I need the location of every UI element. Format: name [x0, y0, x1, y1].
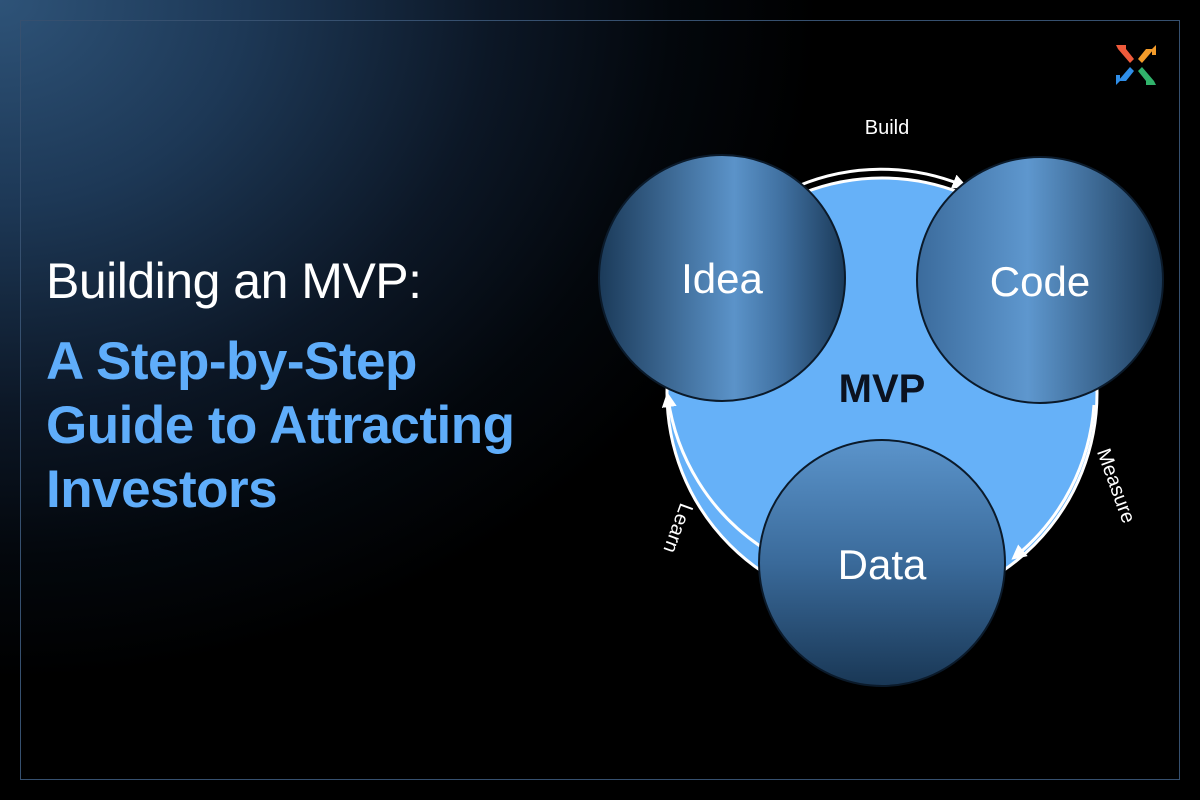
border-frame: [20, 20, 1180, 780]
measure-arrow: [1011, 404, 1096, 560]
subheadline-line-1: A Step-by-Step: [46, 332, 417, 391]
node-data-label: Data: [838, 541, 927, 588]
node-idea-label: Idea: [681, 255, 763, 302]
learn-arrow: [661, 392, 761, 548]
x-arrows-logo-icon: [1116, 45, 1156, 85]
node-idea: Idea: [598, 154, 846, 402]
build-arrow: [797, 167, 968, 189]
subheadline: A Step-by-Step Guide to Attracting Inves…: [46, 330, 646, 522]
edge-label-learn: Learn: [659, 500, 697, 556]
node-code-label: Code: [990, 258, 1090, 305]
subheadline-line-2: Guide to Attracting: [46, 396, 515, 455]
title-block: Building an MVP: A Step-by-Step Guide to…: [46, 248, 646, 522]
node-data: Data: [758, 439, 1006, 687]
edge-label-measure: Measure: [1092, 446, 1139, 527]
center-label: MVP: [839, 367, 926, 411]
node-code: Code: [916, 156, 1164, 404]
headline: Building an MVP:: [46, 253, 422, 309]
edge-label-build: Build: [865, 117, 909, 139]
subheadline-line-3: Investors: [46, 460, 278, 519]
